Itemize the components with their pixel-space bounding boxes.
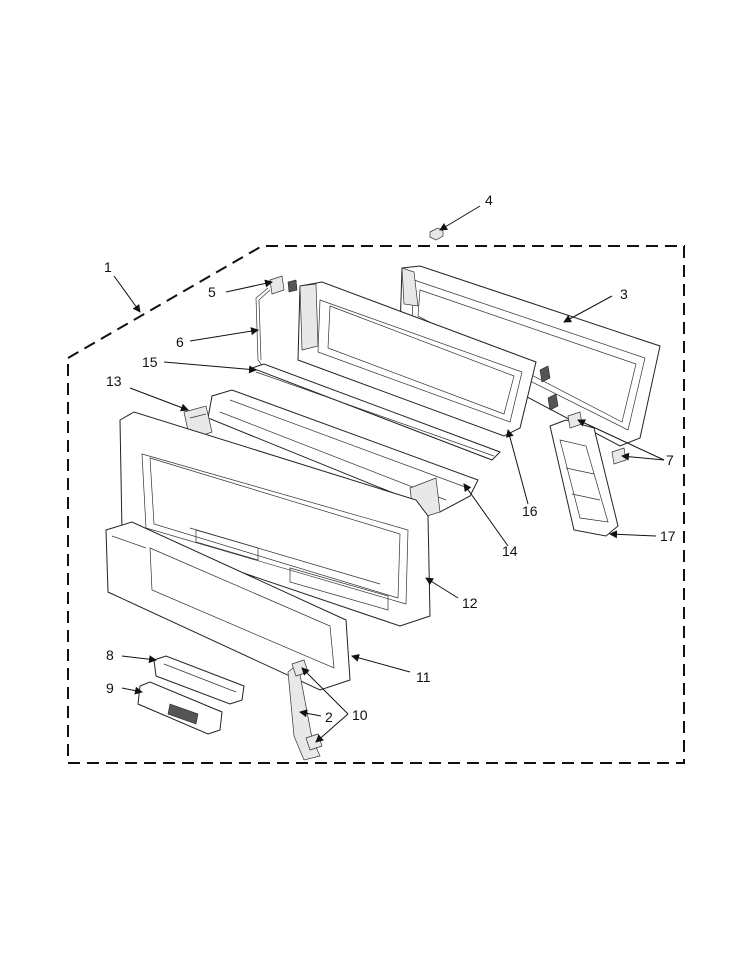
part-latch-housing [549, 419, 619, 537]
part-keypad-bracket [153, 655, 245, 705]
callout-9: 9 [106, 680, 114, 696]
part-hinge-rod [255, 287, 271, 369]
callout-4: 4 [485, 192, 493, 208]
callout-14: 14 [502, 543, 518, 559]
leader-lines [113, 205, 665, 743]
part-door-inner-frame [297, 281, 537, 437]
control-keypad [195, 529, 389, 611]
part-door-glass [105, 521, 351, 691]
part-door-rear-frame [399, 265, 661, 447]
callout-3: 3 [620, 286, 628, 302]
part-hinge-bracket [269, 275, 298, 295]
callout-5: 5 [208, 284, 216, 300]
callout-labels: 1 2 3 4 5 6 7 8 9 10 11 12 13 14 15 16 1… [104, 192, 676, 725]
part-top-trim-strip [250, 363, 501, 461]
callout-11: 11 [416, 669, 431, 685]
callout-2: 2 [325, 709, 333, 725]
callout-12: 12 [462, 595, 478, 611]
callout-16: 16 [522, 503, 538, 519]
callout-1: 1 [104, 259, 112, 275]
part-control-board [137, 681, 223, 735]
callout-17: 17 [660, 528, 676, 544]
callout-10: 10 [352, 707, 368, 723]
assembly-boundary [67, 245, 685, 764]
callout-8: 8 [106, 647, 114, 663]
callout-15: 15 [142, 354, 158, 370]
callout-7: 7 [666, 452, 674, 468]
callout-6: 6 [176, 334, 184, 350]
callout-13: 13 [106, 373, 122, 389]
part-clip-4 [429, 227, 444, 241]
